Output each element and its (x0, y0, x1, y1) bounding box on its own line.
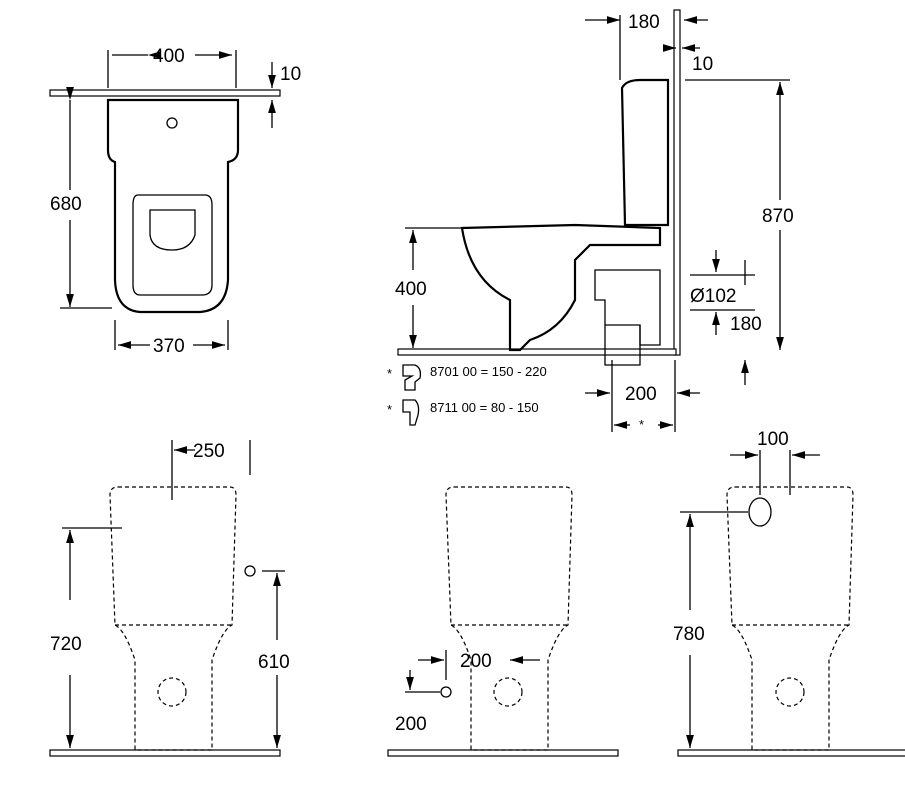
dim-height: 780 (673, 624, 705, 645)
dim-wall-gap: 10 (280, 64, 301, 85)
dim-width-top: 400 (153, 46, 185, 67)
wall-strip (673, 9, 681, 356)
dim-seat-height: 400 (395, 279, 427, 300)
front-view-left: 720 250 610 (49, 440, 290, 757)
water-inlet-icon (748, 497, 772, 527)
dim-total-height: 870 (762, 206, 794, 227)
floor-strip (397, 348, 677, 356)
dim-connection-height: 200 (395, 714, 427, 735)
tank-outline (620, 78, 670, 227)
water-connection-icon (440, 686, 452, 698)
top-view: 400 10 680 370 (49, 46, 301, 357)
side-view: 180 10 870 400 Ø102 180 200 * (395, 9, 794, 432)
outlet-note-marker: * (639, 417, 644, 432)
seat-outline (132, 194, 213, 296)
dim-outlet-distance: 200 (625, 384, 657, 405)
note-marker: * (387, 402, 392, 417)
dim-wall-gap-side: 10 (692, 54, 713, 75)
note-text: 8701 00 = 150 - 220 (430, 364, 547, 379)
dim-outlet-diameter: Ø102 (690, 286, 736, 307)
wall-strip (49, 89, 281, 97)
bend-pipe-icon (402, 364, 422, 391)
dim-depth: 680 (50, 194, 82, 215)
note-text: 8711 00 = 80 - 150 (430, 400, 539, 415)
dim-tank-depth: 180 (628, 12, 660, 33)
dim-connection-height: 610 (258, 652, 290, 673)
water-connection-icon (244, 565, 256, 577)
front-view-right: 100 780 (673, 429, 905, 757)
dim-outlet-height: 180 (730, 314, 762, 335)
dim-inlet-width: 100 (757, 429, 789, 450)
dim-offset: 200 (460, 651, 492, 672)
top-outline (106, 98, 240, 314)
short-pipe-icon (402, 399, 420, 426)
note-marker: * (387, 366, 392, 381)
flush-button-icon (166, 117, 178, 129)
outlet-notes: * 8701 00 = 150 - 220 * 8711 00 = 80 - 1… (387, 364, 547, 426)
dim-width-bottom: 370 (153, 336, 185, 357)
bowl-outline (460, 223, 662, 352)
dim-height: 720 (50, 634, 82, 655)
dim-offset: 250 (193, 441, 225, 462)
front-view-middle: 200 200 (387, 486, 619, 757)
